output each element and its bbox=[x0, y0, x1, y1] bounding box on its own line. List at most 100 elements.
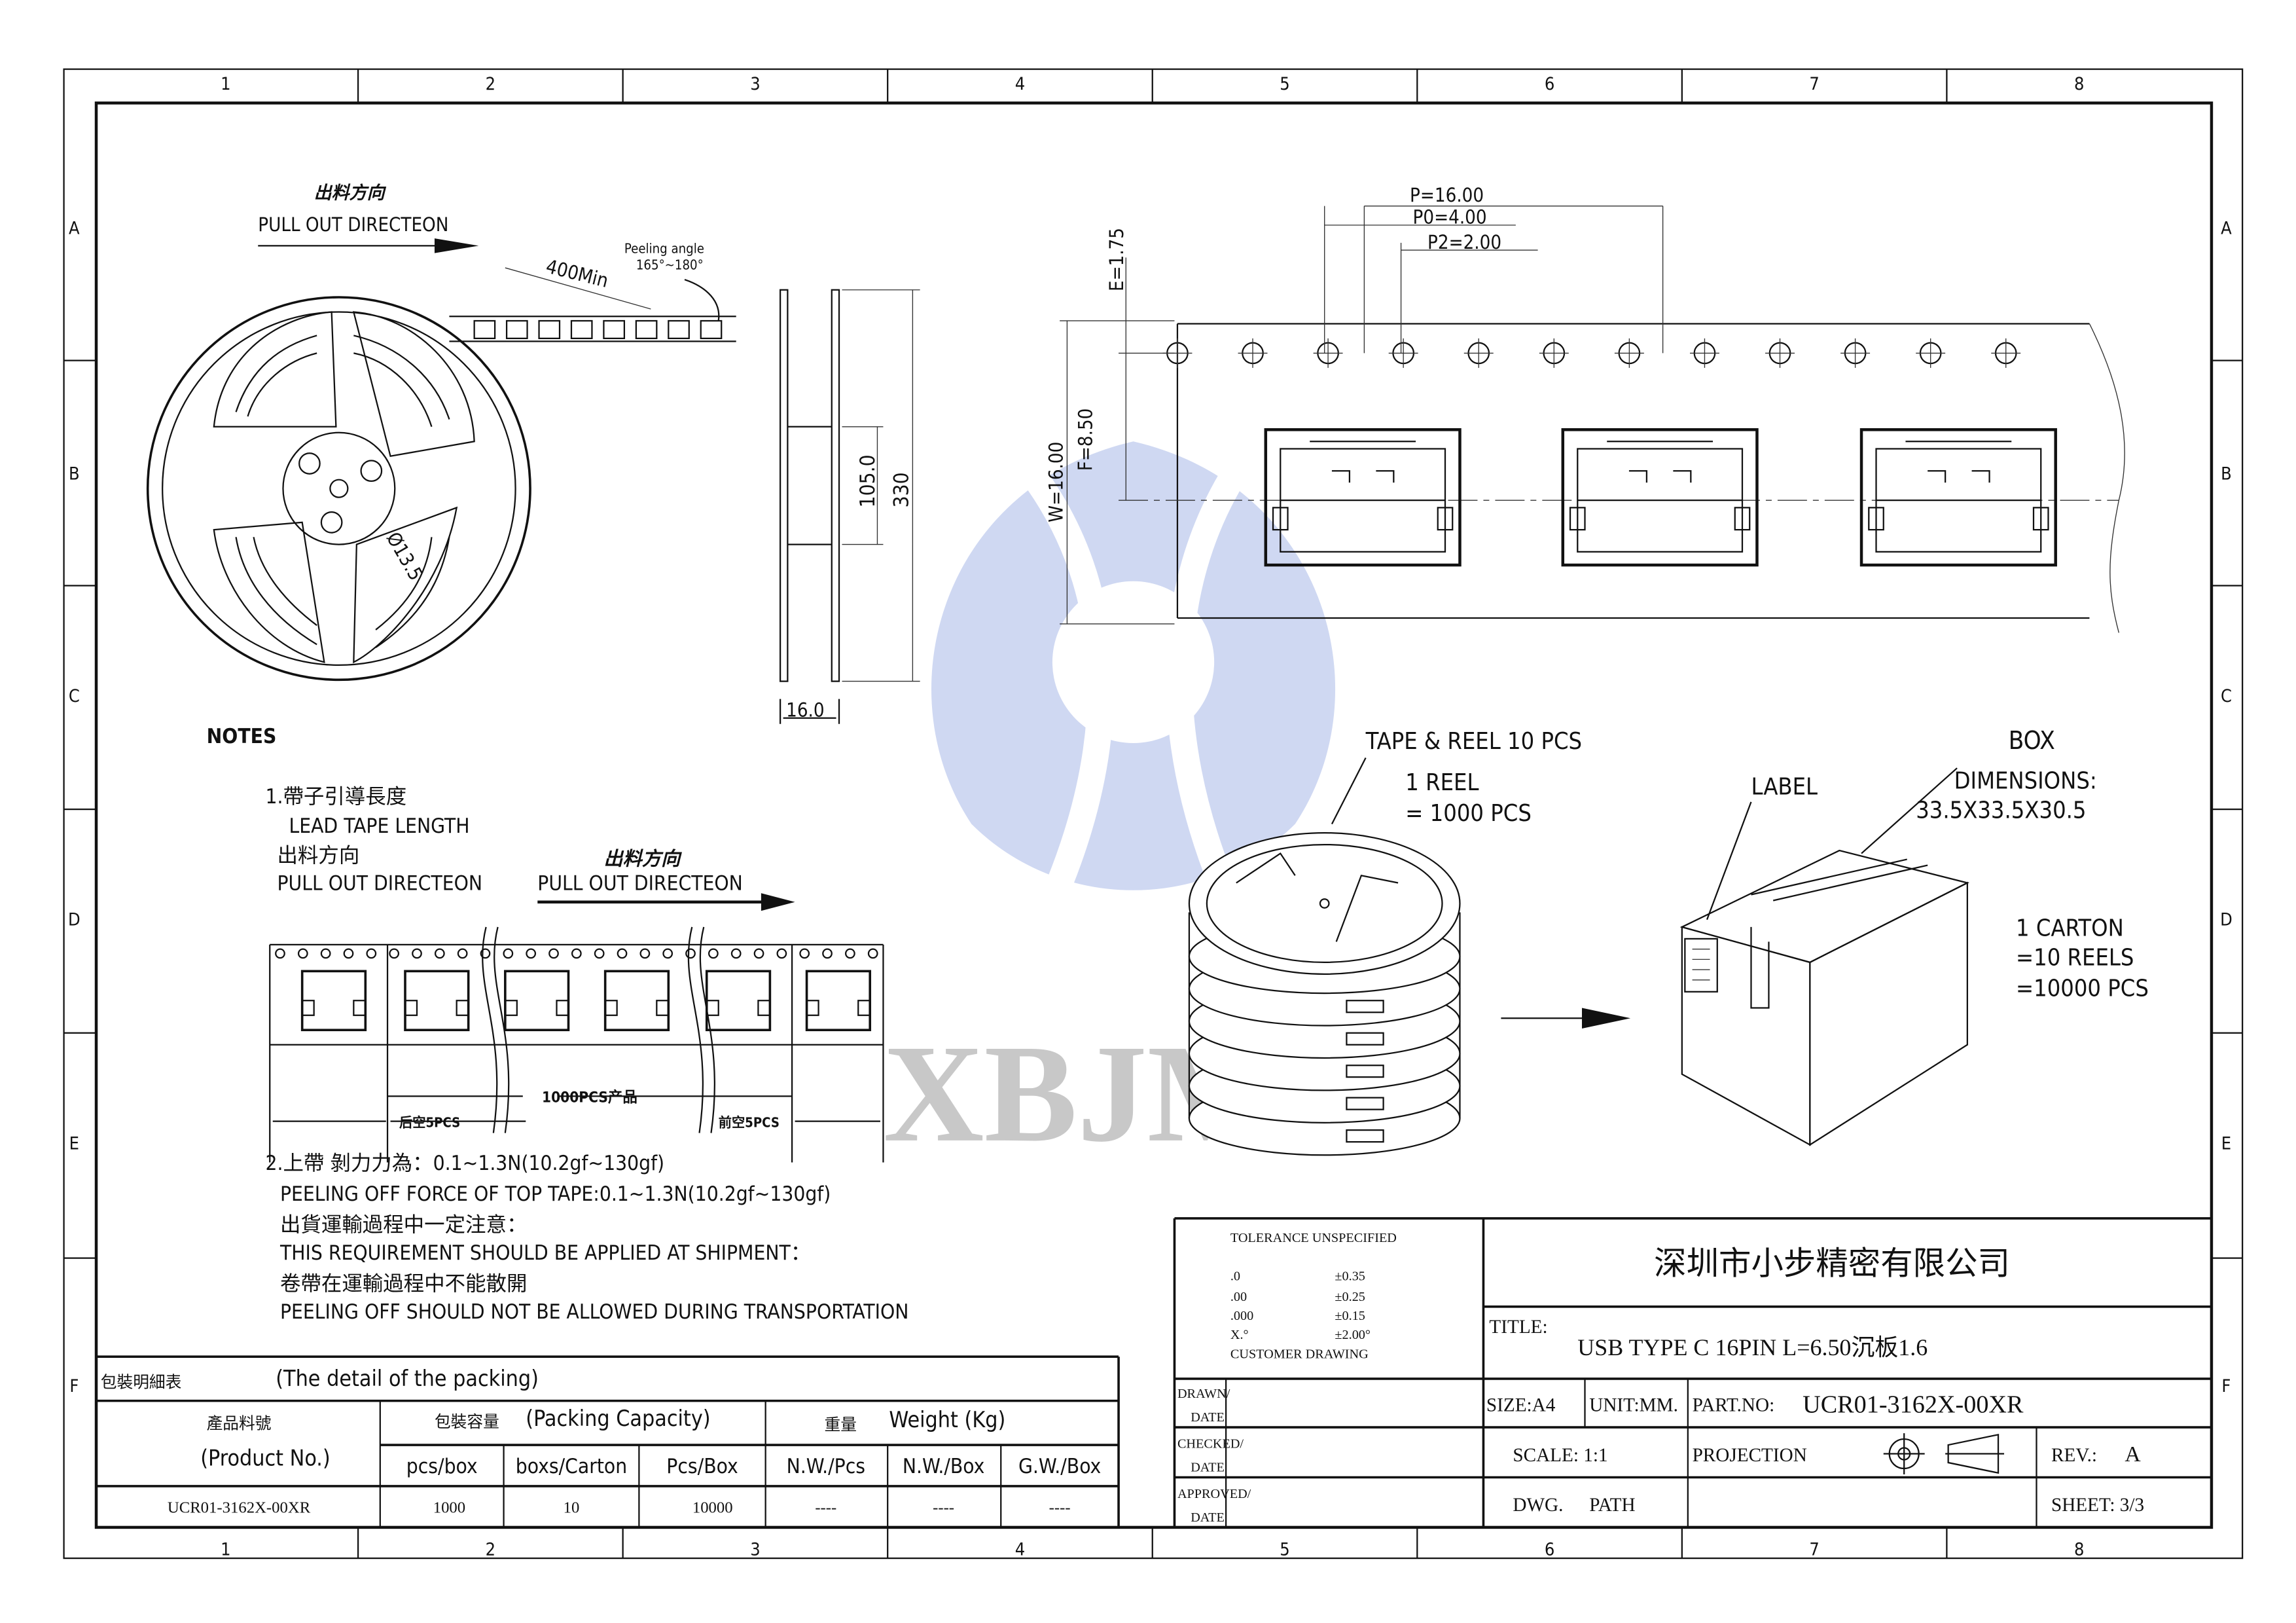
col-label: 2 bbox=[486, 74, 495, 94]
projection-symbol-icon bbox=[1883, 1433, 2005, 1475]
col-header: Pcs/Box bbox=[666, 1455, 738, 1478]
reel-stack bbox=[1188, 831, 1461, 1156]
projection-label: PROJECTION bbox=[1693, 1445, 1807, 1466]
company-name: 深圳市小步精密有限公司 bbox=[1654, 1245, 2010, 1281]
drawing-title: USB TYPE C 16PIN L=6.50沉板1.6 bbox=[1577, 1334, 1928, 1360]
col-label: 6 bbox=[1545, 1540, 1554, 1560]
packing-table bbox=[96, 1355, 1120, 1527]
tol-val: ±2.00° bbox=[1335, 1328, 1371, 1342]
strip-hole bbox=[526, 948, 537, 959]
box-dims-label: DIMENSIONS: bbox=[1954, 768, 2097, 795]
tol-key: .000 bbox=[1230, 1309, 1253, 1323]
strip-pocket bbox=[603, 970, 670, 1032]
strip-pocket bbox=[504, 970, 570, 1032]
reel-qty-2: = 1000 PCS bbox=[1405, 800, 1532, 827]
approved-label: APPROVED/ bbox=[1177, 1487, 1251, 1501]
col-label: 4 bbox=[1015, 1540, 1025, 1560]
tol-key: .00 bbox=[1230, 1290, 1247, 1304]
date-label: DATE bbox=[1191, 1510, 1225, 1525]
reel-qty-1: 1 REEL bbox=[1405, 769, 1479, 796]
dwg-label: DWG. bbox=[1513, 1495, 1563, 1516]
date-label: DATE bbox=[1191, 1461, 1225, 1475]
tol-key: X.° bbox=[1230, 1328, 1249, 1342]
strip-hole bbox=[799, 948, 810, 959]
strip-pocket bbox=[705, 970, 772, 1032]
row-label: C bbox=[69, 686, 80, 706]
note4-cn: 卷帶在運輸過程中不能散開 bbox=[280, 1272, 527, 1296]
note3-en: THIS REQUIREMENT SHOULD BE APPLIED AT SH… bbox=[279, 1241, 811, 1265]
col-label: 3 bbox=[750, 1540, 760, 1560]
reel-dia-dim: 330 bbox=[890, 472, 914, 507]
note2-cn: 2.上帶 剝力力為：0.1~1.3N(10.2gf~130gf) bbox=[265, 1152, 664, 1175]
qty-label: 1000PCS产品 bbox=[542, 1088, 637, 1106]
notes-title: NOTES bbox=[207, 725, 277, 748]
strip-hole bbox=[503, 948, 514, 959]
strip-hole bbox=[594, 948, 605, 959]
strip-hole bbox=[366, 948, 377, 959]
strip-hole bbox=[685, 948, 696, 959]
pull-direction-cn: 出料方向 bbox=[314, 183, 387, 203]
unit: UNIT:MM. bbox=[1589, 1395, 1678, 1415]
strip-hole bbox=[297, 948, 308, 959]
cell: 10 bbox=[564, 1499, 580, 1516]
tolerance-title: TOLERANCE UNSPECIFIED bbox=[1230, 1231, 1397, 1245]
watermark-logo bbox=[931, 441, 1336, 890]
carton-1: 1 CARTON bbox=[2016, 915, 2124, 941]
title-block bbox=[1173, 1217, 2212, 1527]
tape-strip bbox=[269, 926, 884, 1163]
dim-w: W=16.00 bbox=[1045, 442, 1067, 522]
strip-hole bbox=[457, 948, 468, 959]
col-label: 2 bbox=[486, 1540, 495, 1560]
cell: ---- bbox=[933, 1499, 954, 1516]
cell: 1000 bbox=[433, 1499, 465, 1516]
note2-en: PEELING OFF FORCE OF TOP TAPE:0.1~1.3N(1… bbox=[280, 1182, 831, 1206]
strip-hole bbox=[776, 948, 787, 959]
label-callout: LABEL bbox=[1751, 774, 1818, 801]
capacity-header-en: (Packing Capacity) bbox=[526, 1406, 710, 1431]
part-no: UCR01-3162X-00XR bbox=[1803, 1391, 2024, 1419]
carrier-tape-detail bbox=[1060, 205, 2125, 633]
note4-en: PEELING OFF SHOULD NOT BE ALLOWED DURING… bbox=[280, 1300, 908, 1324]
row-label: E bbox=[2221, 1133, 2231, 1154]
tol-val: ±0.15 bbox=[1335, 1309, 1365, 1323]
checked-label: CHECKED/ bbox=[1177, 1437, 1244, 1451]
product-header-cn: 產品料號 bbox=[207, 1413, 272, 1432]
strip-hole bbox=[617, 948, 628, 959]
strip-hole bbox=[480, 948, 491, 959]
strip-pocket bbox=[805, 970, 872, 1032]
strip-dir-en: PULL OUT DIRECTEON bbox=[537, 872, 743, 896]
tape-reel-label: TAPE & REEL 10 PCS bbox=[1365, 728, 1582, 755]
scale: SCALE: 1:1 bbox=[1513, 1445, 1607, 1466]
pitch-p2: P2=2.00 bbox=[1427, 231, 1501, 253]
row-label: B bbox=[2221, 464, 2232, 484]
strip-hole bbox=[845, 948, 855, 959]
strip-hole bbox=[753, 948, 764, 959]
box-title: BOX bbox=[2009, 727, 2055, 756]
strip-hole bbox=[434, 948, 445, 959]
connector-in-pocket bbox=[1264, 428, 1462, 567]
row-label: D bbox=[68, 910, 81, 930]
row-label: E bbox=[69, 1133, 79, 1154]
col-header: G.W./Box bbox=[1018, 1455, 1101, 1478]
strip-hole bbox=[822, 948, 833, 959]
strip-pocket bbox=[404, 970, 470, 1032]
tol-key: .0 bbox=[1230, 1269, 1240, 1283]
strip-hole bbox=[867, 948, 878, 959]
strip-pocket bbox=[300, 970, 367, 1032]
drawn-label: DRAWN/ bbox=[1177, 1387, 1230, 1401]
reel-width-dim: 16.0 bbox=[786, 699, 824, 721]
inner-frame bbox=[94, 101, 2214, 1529]
row-label: B bbox=[69, 464, 80, 484]
title-label: TITLE: bbox=[1489, 1317, 1547, 1338]
part-no-label: PART.NO: bbox=[1693, 1395, 1775, 1415]
row-label: D bbox=[2220, 910, 2233, 930]
connector-in-pocket bbox=[1859, 428, 2057, 567]
date-label: DATE bbox=[1191, 1410, 1225, 1425]
col-label: 5 bbox=[1280, 1540, 1289, 1560]
strip-hole bbox=[320, 948, 331, 959]
weight-header-en: Weight (Kg) bbox=[889, 1407, 1005, 1432]
